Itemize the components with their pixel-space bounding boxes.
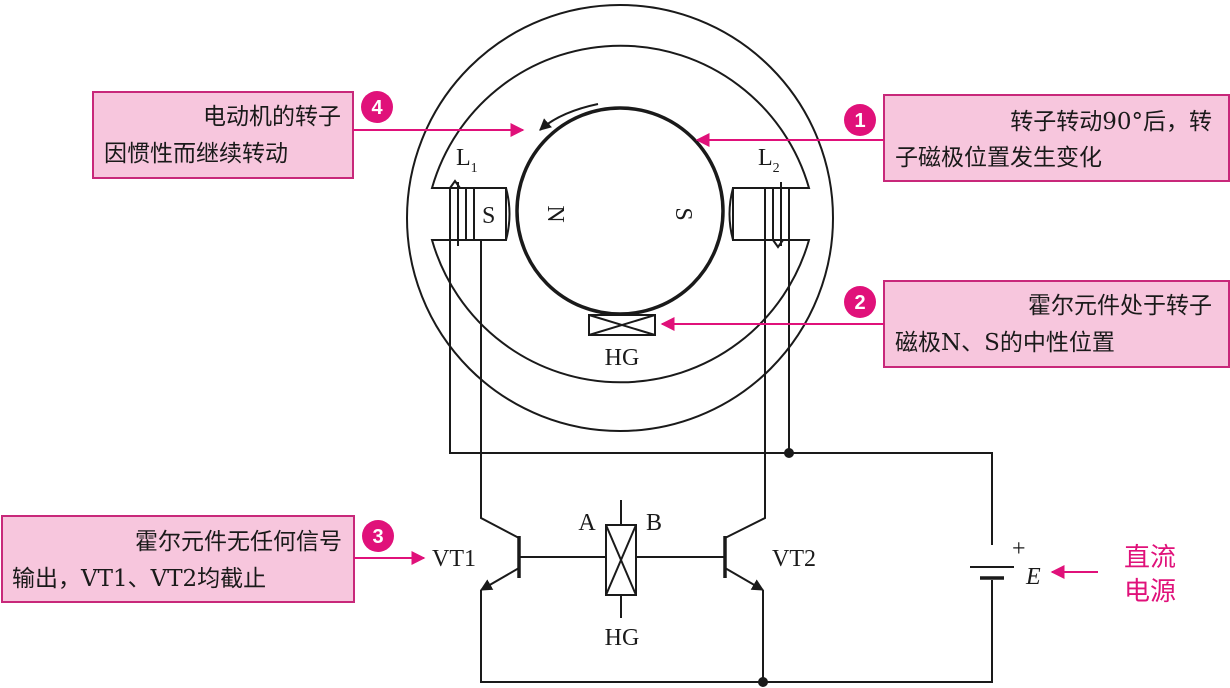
transistor-vt1 <box>479 536 521 591</box>
badge-1 <box>844 104 876 136</box>
label-hg-bottom: HG <box>605 625 640 651</box>
rotation-arrow <box>539 103 599 131</box>
label-hg-top: HG <box>605 345 640 371</box>
battery-label-e: E <box>1025 564 1041 590</box>
callout-2-line1: 霍尔元件处于转子 <box>1028 293 1212 319</box>
badge-4-number: 4 <box>371 97 383 119</box>
label-terminal-b: B <box>646 510 662 536</box>
wire-l1-to-vt1 <box>480 240 520 539</box>
coil-l2 <box>764 182 790 249</box>
badge-3-number: 3 <box>372 526 383 548</box>
power-label-line1: 直流 <box>1124 543 1176 573</box>
label-l1-sub: 1 <box>471 161 478 176</box>
callout-1-line2: 子磁极位置发生变化 <box>895 145 1102 171</box>
battery-plus: + <box>1012 536 1026 562</box>
badge-2 <box>844 286 876 318</box>
badge-3 <box>362 520 394 552</box>
stator-outer-circle <box>406 4 834 432</box>
wire-vt1-emitter <box>480 580 993 683</box>
label-vt1: VT1 <box>432 546 476 572</box>
badge-4 <box>361 91 393 123</box>
label-vt2: VT2 <box>772 546 816 572</box>
callout-3-line2: 输出，VT1、VT2均截止 <box>12 566 266 592</box>
coil-l1 <box>449 179 475 246</box>
stator-inner-contour <box>430 44 811 384</box>
callout-3: 霍尔元件无任何信号 输出，VT1、VT2均截止 <box>1 515 355 603</box>
badge-1-number: 1 <box>854 110 865 132</box>
label-rotor-n: N <box>542 205 568 222</box>
label-pole-left-s: S <box>482 203 495 229</box>
callout-2-line2: 磁极N、S的中性位置 <box>895 330 1115 356</box>
hall-sensor-motor <box>588 314 656 336</box>
callout-4: 电动机的转子 因惯性而继续转动 <box>92 91 354 179</box>
battery <box>970 566 1014 580</box>
label-l2-sub: 2 <box>773 161 780 176</box>
hall-element-circuit <box>605 500 637 618</box>
junction-top <box>784 448 794 458</box>
wire-l2-to-vt2 <box>724 240 766 539</box>
callout-2: 霍尔元件处于转子 磁极N、S的中性位置 <box>883 280 1230 368</box>
label-l1: L <box>456 145 471 171</box>
power-label-line2: 电源 <box>1124 577 1176 607</box>
left-pole-face <box>505 187 511 241</box>
svg-text:L2: L2 <box>758 145 780 176</box>
callout-4-line2: 因惯性而继续转动 <box>104 141 288 167</box>
transistor-vt2 <box>723 536 765 591</box>
label-rotor-s: S <box>670 207 696 220</box>
callout-4-line1: 电动机的转子 <box>203 104 341 130</box>
callout-3-line1: 霍尔元件无任何信号 <box>135 529 342 555</box>
right-pole-face <box>728 187 734 241</box>
label-terminal-a: A <box>578 510 596 536</box>
svg-text:L1: L1 <box>456 145 478 176</box>
badge-2-number: 2 <box>854 292 865 314</box>
wire-l1-outer <box>449 240 993 545</box>
callout-1: 转子转动90°后，转 子磁极位置发生变化 <box>883 94 1230 182</box>
label-l2: L <box>758 145 773 171</box>
junction-bottom <box>758 677 768 687</box>
callout-1-line1: 转子转动90°后，转 <box>1010 109 1212 135</box>
